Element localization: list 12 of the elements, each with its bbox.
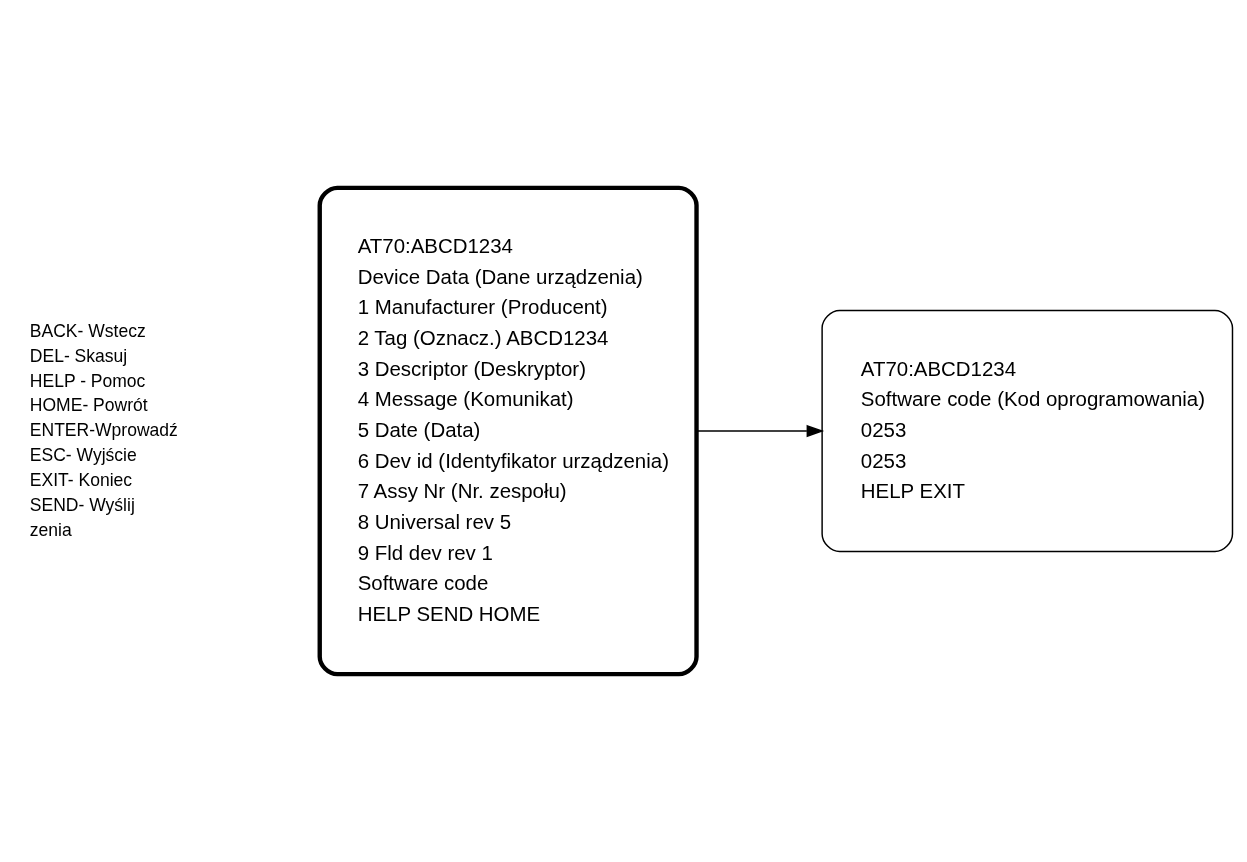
label: ENTER-Wprowadź [29,420,178,441]
label: HELP - Pomoc [29,370,146,391]
label: zenia [29,519,72,540]
arrow [695,424,825,438]
node-box: AT70:ABCD1234 Device Data (Dane urządzenia) 1 Manufacturer (Producent) 2 Tag (Oznacz.) ABCD1234 3 Descriptor (Deskryptor) 4 Message (Komunikat) 5 Date (Data) 6 Dev id (Identyfikator urządzenia) 7 Assy Nr (Nr. zespołu) 8 Universal rev 5 9 Fld dev rev 1 Software code HELP SEND HOME [317,185,699,677]
label: EXIT- Koniec [29,469,133,490]
label: HOME- Powrót [29,395,148,416]
label: SEND- Wyślij [29,494,135,515]
label: ESC- Wyjście [29,445,137,466]
label: DEL- Skasuj [29,345,128,366]
label: BACK- Wstecz [29,320,146,341]
node-box: AT70:ABCD1234 Software code (Kod oprogramowania) 0253 0253 HELP EXIT [821,309,1234,553]
